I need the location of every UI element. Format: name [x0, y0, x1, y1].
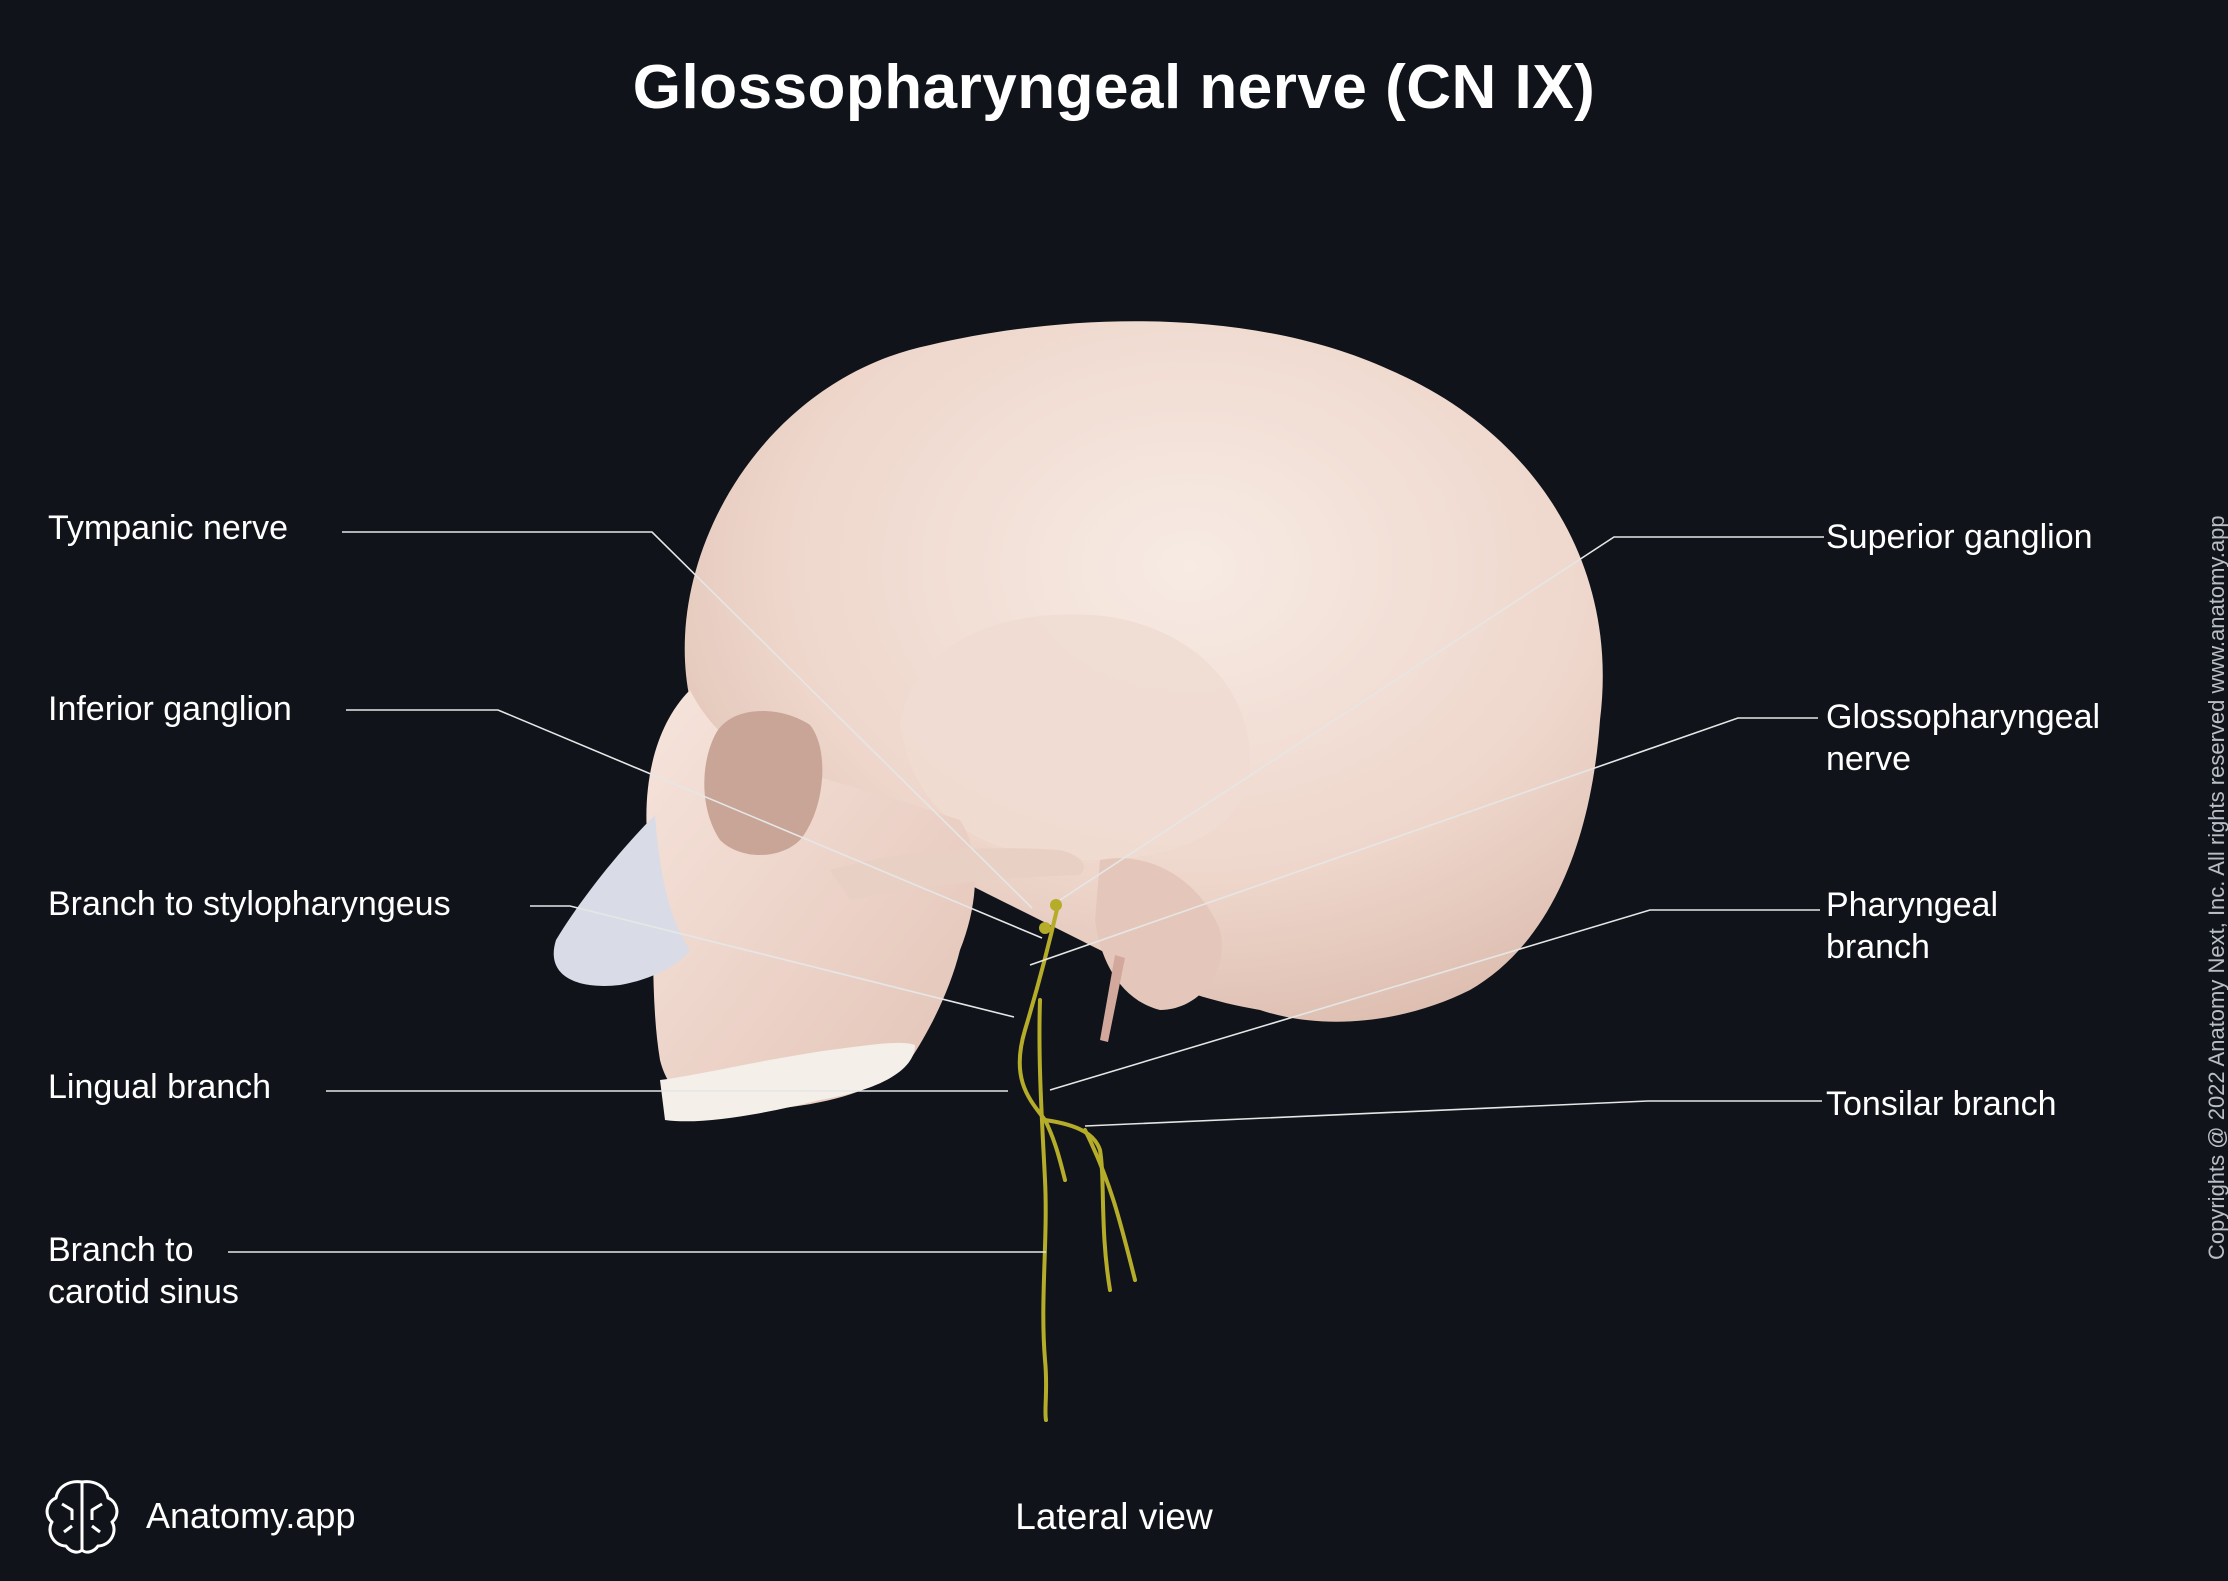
leader-tympanic-nerve	[342, 531, 1033, 909]
label-inferior-ganglion: Inferior ganglion	[48, 690, 292, 728]
label-branch-to-carotid-sinus: Branch to carotid sinus	[48, 1231, 239, 1311]
label-pharyngeal-branch: Pharyngeal branch	[1826, 886, 1999, 966]
label-lingual-branch: Lingual branch	[48, 1068, 272, 1106]
label-tonsilar-branch: Tonsilar branch	[1826, 1085, 2057, 1123]
leader-tonsilar-branch	[1084, 1100, 1822, 1127]
brand-logo[interactable]: Anatomy.app	[40, 1474, 355, 1558]
leader-inferior-ganglion	[346, 709, 1043, 939]
zygomatic-arch	[830, 848, 1084, 900]
leader-glossopharyngeal-nerve	[1029, 717, 1818, 966]
view-caption: Lateral view	[1015, 1496, 1213, 1537]
brand-name: Anatomy.app	[146, 1495, 356, 1536]
orbit	[704, 711, 823, 855]
styloid-process	[1100, 955, 1125, 1042]
temporal-region	[900, 614, 1250, 860]
glossopharyngeal-nerve-path	[1017, 899, 1137, 1422]
label-tympanic-nerve: Tympanic nerve	[48, 509, 288, 547]
leader-lines	[228, 531, 1824, 1253]
label-superior-ganglion: Superior ganglion	[1826, 518, 2093, 556]
mastoid-region	[1095, 858, 1222, 1010]
label-glossopharyngeal-nerve: Glossopharyngeal nerve	[1826, 698, 2101, 778]
teeth	[660, 1042, 915, 1122]
leader-pharyngeal-branch	[1049, 909, 1820, 1091]
brain-icon	[45, 1480, 119, 1554]
copyright-notice: Copyrights @ 2022 Anatomy Next, Inc. All…	[2204, 515, 2228, 1260]
leader-branch-stylopharyngeus	[530, 905, 1015, 1018]
page-title: Glossopharyngeal nerve (CN IX)	[632, 53, 1596, 122]
nasal-cartilage	[553, 815, 690, 986]
leader-superior-ganglion	[1059, 536, 1824, 901]
label-branch-to-stylopharyngeus: Branch to stylopharyngeus	[48, 885, 451, 923]
